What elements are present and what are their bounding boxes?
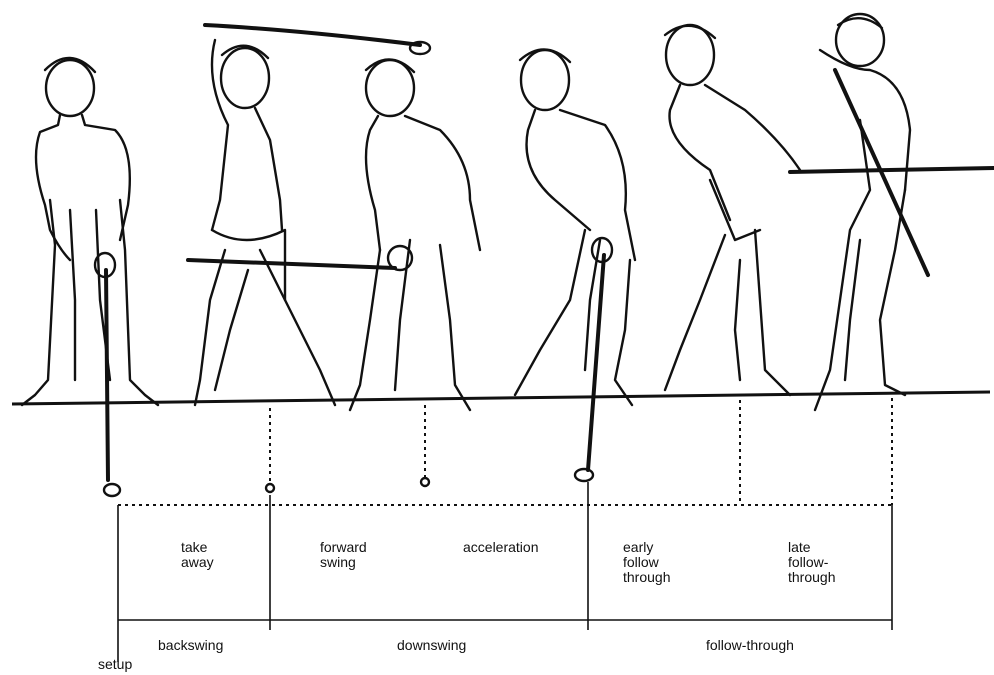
- phase-label-late-follow-through: late follow- through: [788, 540, 835, 585]
- setup-label: setup: [98, 657, 132, 672]
- phase-label-backswing: backswing: [158, 638, 223, 653]
- phase-label-take-away: take away: [181, 540, 214, 570]
- phase-label-forward-swing: forward swing: [320, 540, 367, 570]
- club-backswing: [205, 25, 420, 45]
- golfer-figure-forward-swing: [350, 59, 480, 410]
- golfer-figure-acceleration: [515, 49, 635, 405]
- phase-label-downswing: downswing: [397, 638, 466, 653]
- ground-line: [12, 392, 990, 404]
- golfer-figure-early-follow-through: [665, 25, 800, 395]
- club-head-setup: [104, 484, 120, 496]
- phase-label-follow-through: follow-through: [706, 638, 794, 653]
- golfer-figure-backswing: [195, 40, 335, 405]
- ball-marker-forward-swing: [421, 478, 429, 486]
- club-early-follow-through: [790, 168, 994, 172]
- phase-label-early-follow-through: early follow through: [623, 540, 670, 585]
- club-acceleration: [588, 255, 604, 470]
- golfer-figure-late-follow-through: [815, 14, 910, 410]
- club-setup: [106, 270, 108, 480]
- golfer-figure-setup: [22, 58, 158, 405]
- ball-marker-top-of-backswing: [266, 484, 274, 492]
- club-head-acceleration: [575, 469, 593, 481]
- phase-label-acceleration: acceleration: [463, 540, 539, 555]
